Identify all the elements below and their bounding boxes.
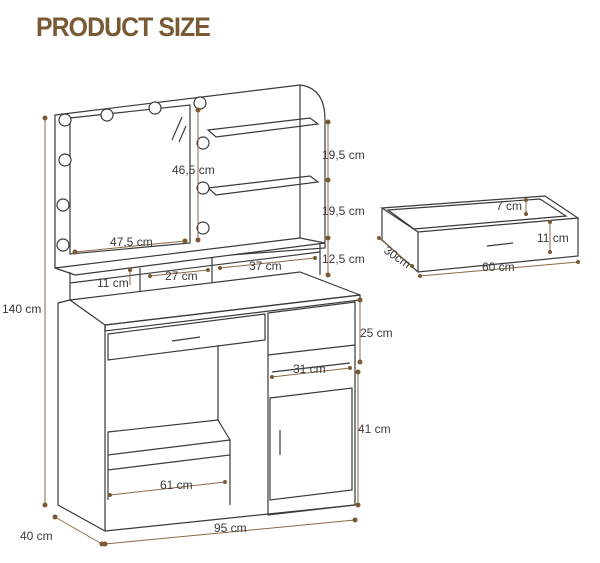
bulb-icon (56, 198, 70, 212)
label-depth: 40 cm (20, 529, 53, 543)
drawer-dimension-lines (377, 198, 580, 278)
label-drawer-width: 60 cm (482, 260, 515, 274)
label-compartment-mid: 27 cm (165, 269, 198, 283)
label-compartment-right: 37 cm (249, 259, 282, 273)
bulb-icon (196, 181, 210, 195)
bulb-icon (196, 221, 210, 235)
label-cabinet-width: 31 cm (293, 362, 326, 376)
label-height-total: 140 cm (2, 302, 41, 316)
label-shelf-1: 19,5 cm (322, 148, 365, 162)
drawer-outline (380, 195, 580, 273)
label-compartment-small: 11 cm (97, 276, 129, 290)
mirror-bulbs (56, 96, 210, 252)
dimension-lines (42, 107, 363, 547)
label-drawer-inner: 7 cm (496, 199, 522, 213)
bulb-icon (56, 238, 70, 252)
bulb-icon (58, 113, 72, 127)
label-drawer-depth: 30cm (381, 243, 413, 271)
label-legroom-width: 61 cm (160, 478, 193, 492)
label-drawer-height: 11 cm (537, 231, 569, 245)
bulb-icon (58, 153, 72, 167)
label-shelf-2: 19,5 cm (322, 204, 365, 218)
label-mirror-width: 47,5 cm (110, 235, 153, 249)
label-cabinet-upper: 25 cm (360, 326, 393, 340)
bulb-icon (193, 96, 207, 110)
label-width-total: 95 cm (214, 521, 247, 535)
bulb-icon (100, 108, 114, 122)
label-shelf-3: 12,5 cm (322, 252, 365, 266)
bulb-icon (148, 101, 162, 115)
dimension-labels: 140 cm 40 cm 95 cm 46,5 cm 47,5 cm 19,5 … (2, 148, 393, 543)
label-mirror-height: 46,5 cm (172, 163, 215, 177)
page-title: PRODUCT SIZE (36, 12, 211, 42)
drawer-labels: 7 cm 11 cm 30cm 60 cm (381, 199, 569, 274)
label-cabinet-lower: 41 cm (358, 422, 391, 436)
bulb-icon (196, 136, 210, 150)
vanity-outline (54, 84, 361, 533)
